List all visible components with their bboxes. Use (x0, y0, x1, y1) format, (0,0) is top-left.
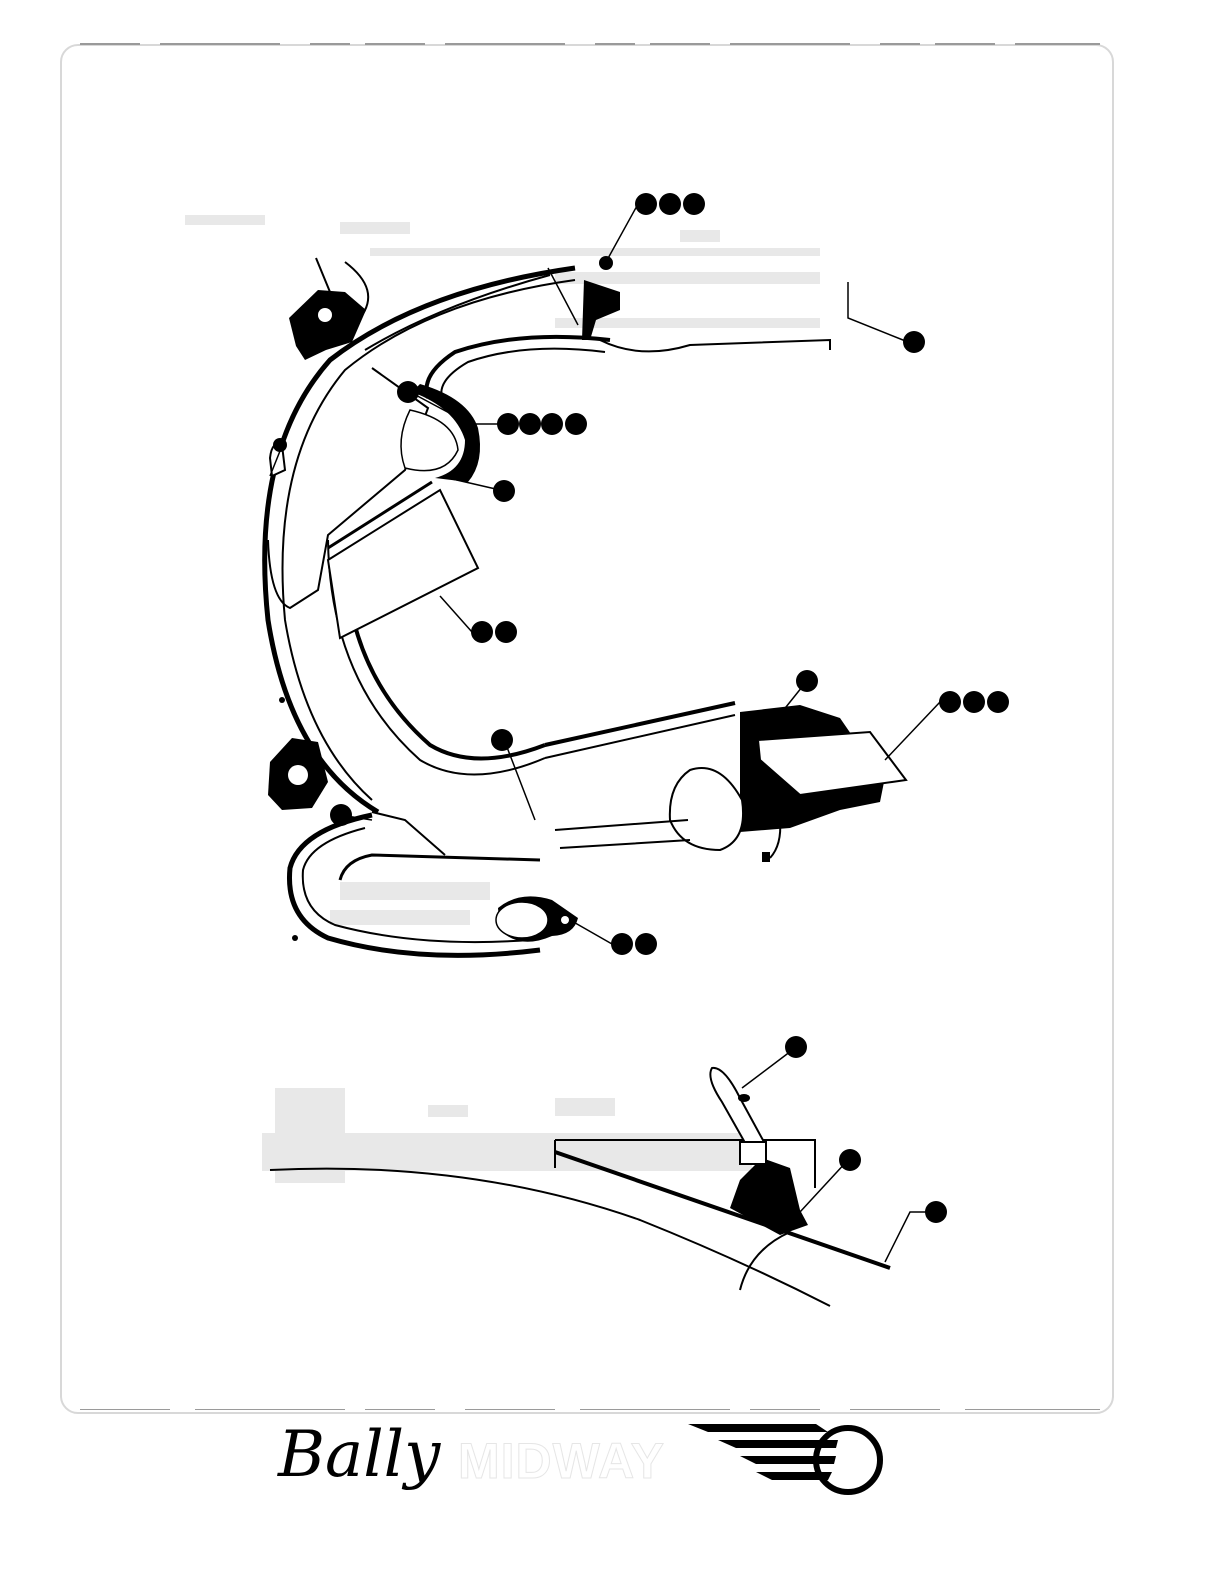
return-hook (286, 811, 541, 958)
side-post-base (739, 1141, 767, 1165)
exit-wire-connector (762, 852, 770, 862)
page-border (60, 44, 1114, 1414)
side-view-ramp (269, 1139, 891, 1307)
hook-cup-opening (495, 901, 549, 939)
bracket-arc (344, 261, 370, 319)
lower-bracket-hole (288, 765, 308, 785)
exit-channel (554, 819, 691, 849)
hook-cup-hole (561, 916, 569, 924)
deflector-opening (400, 409, 459, 472)
exit-wire (769, 819, 782, 859)
ramp-rear-lobe (599, 338, 831, 353)
callout-markers (273, 193, 1009, 1223)
winged-circle-logo (688, 1424, 883, 1495)
top-ramp-clip (582, 280, 620, 340)
bracket-hole (318, 308, 332, 322)
decal-plate (326, 488, 480, 640)
exit-ball-housing (668, 767, 744, 852)
exit-cover-plate (756, 730, 908, 797)
frame-dashes (80, 43, 1100, 1410)
plate-edge (327, 480, 433, 550)
ramp-side-panel (267, 367, 430, 610)
side-flipper-mount (730, 1158, 808, 1235)
left-mount-bracket (289, 290, 366, 360)
right-bracket-line (847, 282, 909, 343)
curved-deflector (412, 384, 481, 482)
side-post-nut (738, 1094, 750, 1102)
callout-leaders (269, 203, 941, 1263)
ramp-assembly-diagram (80, 43, 1100, 1410)
midway-outline-logo: MIDWAY (458, 1433, 665, 1490)
top-clip-leader (547, 267, 579, 326)
bracket-leader (315, 257, 331, 293)
bally-script-logo: Bally (278, 1418, 441, 1492)
